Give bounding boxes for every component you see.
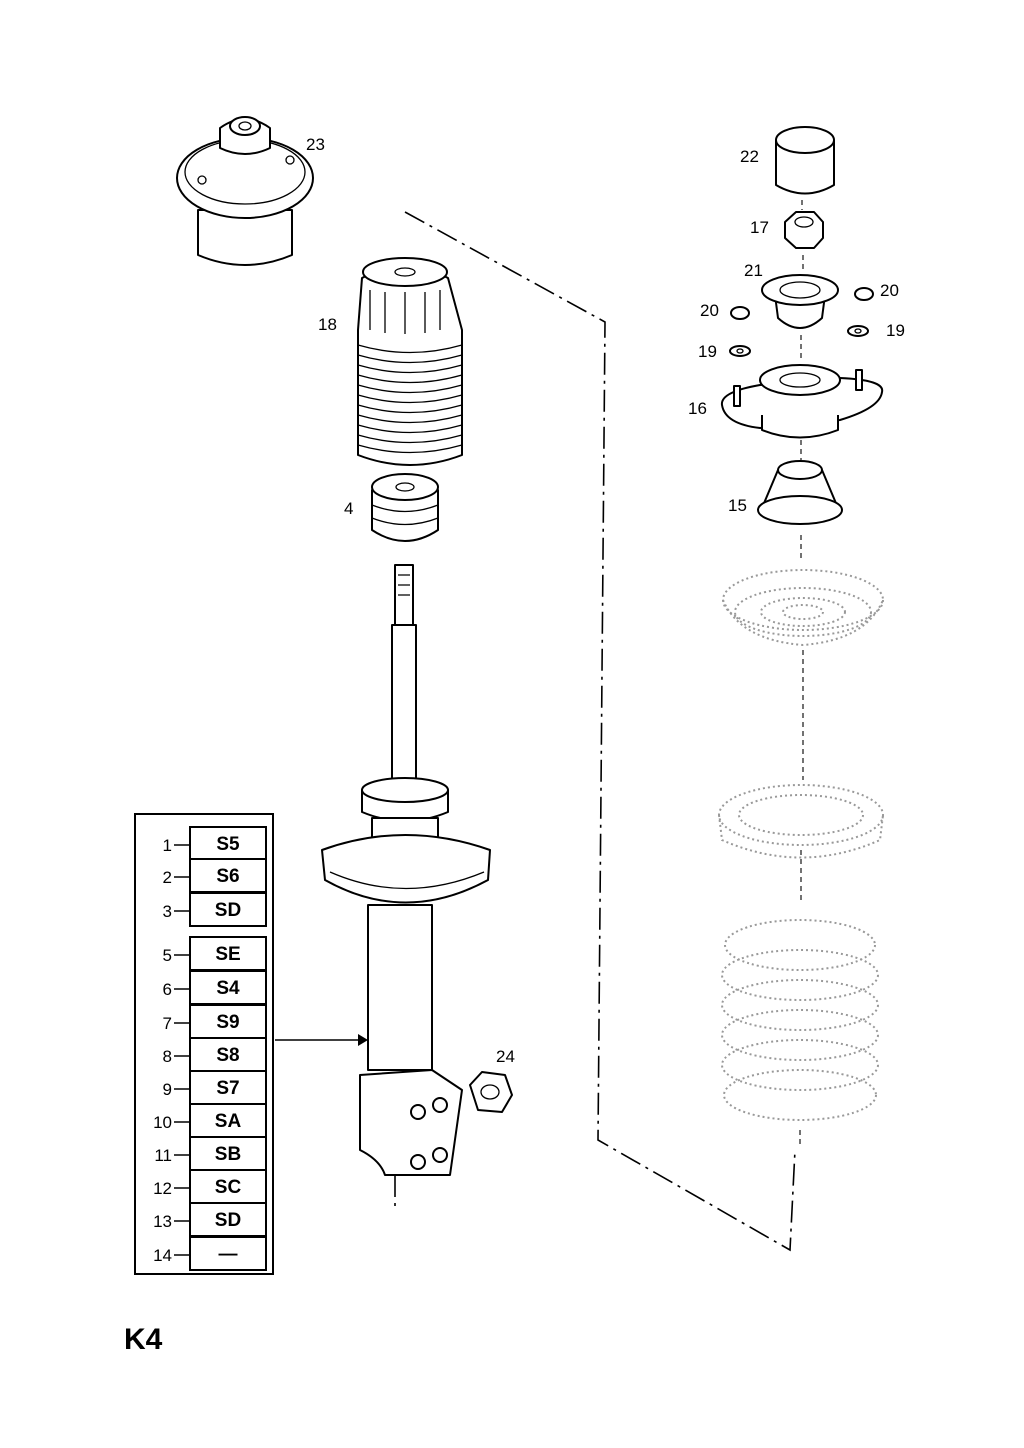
code-cell <box>189 1136 267 1171</box>
code-value: SE <box>215 944 240 965</box>
code-row-number: 5 <box>163 946 172 965</box>
ghost-lower-spring-insulator <box>718 784 884 859</box>
part-21-bearing-cap[interactable] <box>761 274 839 329</box>
code-cell <box>189 826 267 861</box>
code-value: S4 <box>216 978 240 999</box>
code-value: SA <box>215 1111 242 1132</box>
sheet-id: K4 <box>124 1323 163 1356</box>
code-cell <box>189 892 267 927</box>
callout-18: 18 <box>318 315 337 334</box>
code-row-number: 6 <box>163 980 172 999</box>
part-24-nut[interactable] <box>469 1071 513 1113</box>
callout-22: 22 <box>740 147 759 166</box>
code-row-number: 3 <box>163 902 172 921</box>
table-leader-arrow <box>275 1034 368 1046</box>
part-15-spring-seat[interactable] <box>757 460 843 525</box>
code-row-number: 2 <box>163 868 172 887</box>
code-table-row: 1 S5 <box>163 826 267 861</box>
code-value: SD <box>215 900 241 921</box>
code-cell <box>189 1037 267 1072</box>
code-row-number: 1 <box>163 836 172 855</box>
code-table-row: 6 S4 <box>163 970 267 1005</box>
code-value: S9 <box>216 1012 239 1033</box>
part-22-cap[interactable] <box>775 126 835 195</box>
code-cell <box>189 1202 267 1237</box>
shock-absorber[interactable] <box>321 564 491 1210</box>
part-20-nuts[interactable] <box>730 287 874 320</box>
boot-ribs <box>357 290 463 454</box>
ghost-upper-spring-insulator <box>722 569 884 647</box>
code-row-number: 8 <box>163 1047 172 1066</box>
callout-20-right: 20 <box>880 281 899 300</box>
code-value: S5 <box>216 834 240 855</box>
code-cell <box>189 1169 267 1204</box>
code-value: SD <box>215 1210 241 1231</box>
callout-23: 23 <box>306 135 325 154</box>
code-value: — <box>219 1244 238 1265</box>
code-table-row: 13 SD <box>153 1202 267 1237</box>
callout-4: 4 <box>344 499 353 518</box>
code-row-number: 14 <box>153 1246 172 1265</box>
code-row-number: 11 <box>154 1146 172 1165</box>
callout-15: 15 <box>728 496 747 515</box>
callout-20-left: 20 <box>700 301 719 320</box>
part-19-washers[interactable] <box>729 325 869 357</box>
part-17-nut[interactable] <box>784 211 824 249</box>
code-value: SC <box>215 1177 242 1198</box>
code-value: SB <box>215 1144 241 1165</box>
code-table-row: 7 S9 <box>163 1004 267 1039</box>
part-4-bump-stop[interactable] <box>371 473 439 542</box>
callout-19-left: 19 <box>698 342 717 361</box>
code-cell <box>189 970 267 1005</box>
code-table-row: 11 SB <box>154 1136 267 1171</box>
part-23-top-mount[interactable] <box>176 116 314 266</box>
code-value: S8 <box>216 1045 239 1066</box>
code-row-number: 7 <box>163 1014 172 1033</box>
code-value: S6 <box>216 866 239 887</box>
callout-21: 21 <box>744 261 763 280</box>
code-table-row: 14 — <box>153 1236 267 1271</box>
code-row-number: 12 <box>153 1179 172 1198</box>
code-table-row: 12 SC <box>153 1169 267 1204</box>
code-row-number: 13 <box>153 1212 172 1231</box>
code-table-row: 3 SD <box>163 892 267 927</box>
assembly-outline <box>404 211 796 1252</box>
code-row-number: 9 <box>163 1080 172 1099</box>
callouts: 23 22 17 21 20 20 19 19 18 16 4 15 24 <box>306 135 905 1066</box>
callout-19-right: 19 <box>886 321 905 340</box>
code-table-row: 10 SA <box>153 1103 267 1138</box>
ghost-coil-spring <box>721 919 879 1121</box>
callout-17: 17 <box>750 218 769 237</box>
callout-16: 16 <box>688 399 707 418</box>
part-16-strut-mount[interactable] <box>720 364 884 439</box>
code-cell <box>189 1236 267 1271</box>
code-cell <box>189 1004 267 1039</box>
code-table-row: 8 S8 <box>163 1037 267 1072</box>
code-table-row: 5 SE <box>163 936 267 971</box>
code-value: S7 <box>216 1078 239 1099</box>
part-18-dust-boot[interactable] <box>357 257 463 466</box>
code-row-number: 10 <box>153 1113 172 1132</box>
callout-24: 24 <box>496 1047 515 1066</box>
